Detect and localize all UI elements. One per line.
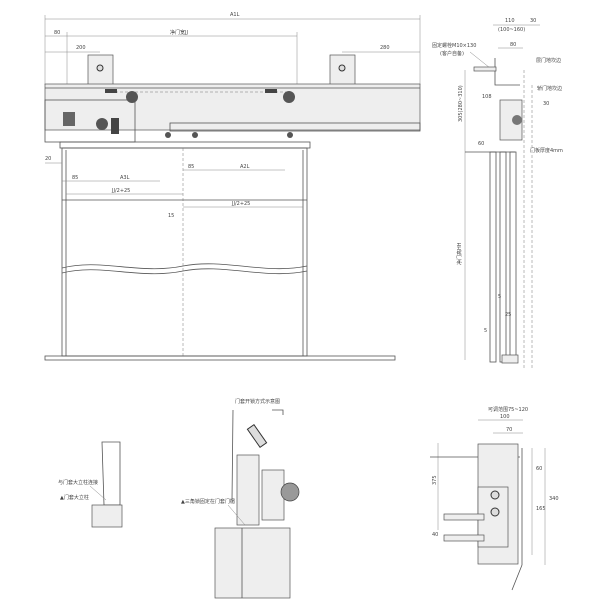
lock-note: ▲三角锁固定在门套门楣: [181, 498, 235, 505]
dim-width: 100: [500, 414, 510, 420]
sill: [44, 355, 396, 361]
side-view: 110 (100~160) 30 80 固定螺栓M10×130 (客户自备) 层…: [432, 18, 563, 370]
dim-depth: 110: [505, 18, 515, 24]
dim-inner-width: 70: [506, 427, 512, 433]
adjust-range: 可调范围75~120: [488, 406, 528, 413]
bolt-note-2: (客户自备): [440, 50, 464, 57]
idler-pulley: [283, 91, 295, 103]
detail-unlock: 门套开锁方式示意图 ▲三角锁固定在门套门楣: [181, 398, 300, 599]
dim-left-panel-travel: A3L: [120, 175, 130, 181]
dim-a: 5: [498, 294, 501, 300]
dim-right-panel-travel: A2L: [240, 164, 250, 170]
drive-pulley: [126, 91, 138, 103]
detail-pillar: 与门套大立柱连接 ▲门套大立柱: [58, 441, 123, 528]
belt-tensioner: [105, 89, 117, 93]
dim-c: 5: [484, 328, 487, 334]
dim-height: 375: [432, 475, 438, 485]
pillar-note: ▲门套大立柱: [60, 494, 89, 501]
dim-roller-offset: 30: [543, 101, 549, 107]
dim-bottom: 40: [432, 532, 438, 538]
unlock-title: 门套开锁方式示意图: [235, 398, 280, 405]
dim-roller: 108: [482, 94, 492, 100]
dim-sill-offset: 20: [45, 156, 51, 162]
dim-bottom-gap: 60: [478, 141, 484, 147]
connect-note: 与门套大立柱连接: [58, 479, 98, 486]
dim-left-hanger: 200: [76, 45, 86, 51]
dim-right-half-width: JJ/2+25: [231, 201, 250, 207]
panel-thickness-label: 门板厚度4mm: [530, 147, 563, 154]
dim-total: 340: [549, 496, 559, 502]
dim-top: 60: [536, 466, 542, 472]
door-panels: [61, 147, 308, 357]
dim-right-offset: 30: [530, 18, 536, 24]
car-sill-label: 轿门地坎边: [537, 85, 562, 92]
dim-right-hanger: 280: [380, 45, 390, 51]
dim-right-door-edge: 85: [188, 164, 194, 170]
dim-overall-width: A1L: [230, 12, 240, 18]
dim-left-door-edge: 85: [72, 175, 78, 181]
dim-middle: 165: [536, 506, 546, 512]
dim-bracket-depth: 80: [510, 42, 516, 48]
dim-clear-width: 净门宽JJ: [170, 29, 188, 36]
detail-bracket: 可调范围75~120 100 70 375 60 165 340 40: [430, 406, 559, 591]
motor: [63, 112, 75, 126]
dim-b: 25: [505, 312, 511, 318]
dim-depth-range: (100~160): [498, 27, 525, 33]
front-view: A1L 80 净门宽JJ 200 280: [44, 12, 421, 361]
dim-left-half-width: JJ/2+25: [111, 188, 130, 194]
landing-sill-label: 层门地坎边: [536, 57, 561, 64]
dim-clear-height: 净门高HH: [456, 242, 463, 265]
dim-gap: 15: [168, 213, 174, 219]
bolt-note: 固定螺栓M10×130: [432, 42, 476, 49]
dim-left-offset: 80: [54, 30, 60, 36]
controller: [111, 118, 119, 134]
dim-height: 305(280~310): [458, 85, 464, 122]
